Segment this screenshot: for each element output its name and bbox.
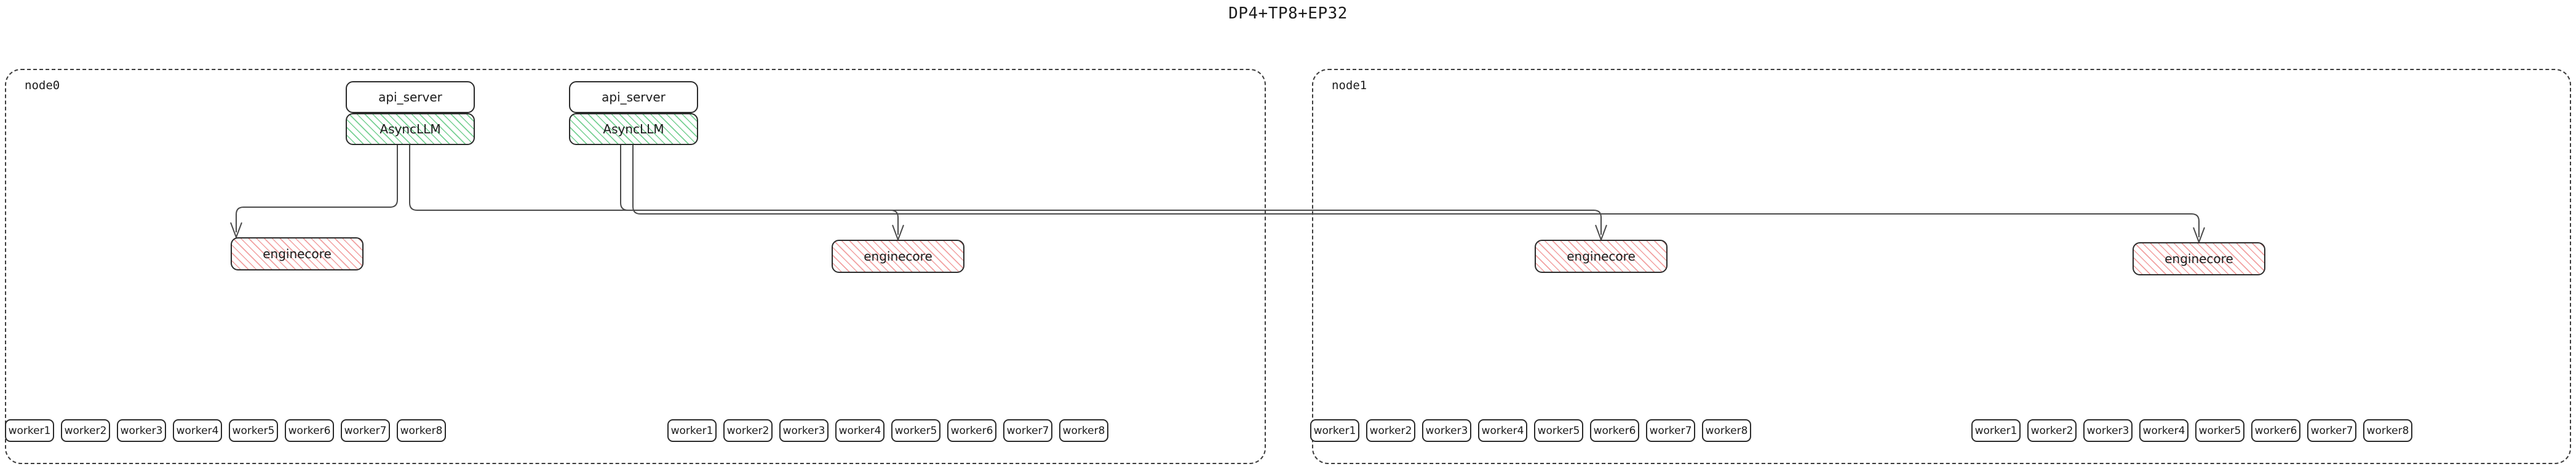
worker-chip: worker2 (723, 419, 773, 442)
worker-chip: worker3 (1422, 419, 1471, 442)
node-container-node0: node0 (5, 69, 1266, 464)
worker-chip: worker1 (1310, 419, 1359, 442)
worker-chip: worker7 (2307, 419, 2356, 442)
worker-chip: worker1 (667, 419, 717, 442)
worker-chip: worker5 (1534, 419, 1583, 442)
asyncllm-box: AsyncLLM (346, 113, 475, 145)
api-server-box: api_server (346, 81, 475, 113)
worker-chip: worker6 (1590, 419, 1639, 442)
worker-chip: worker4 (2139, 419, 2188, 442)
worker-chip: worker3 (779, 419, 829, 442)
node-label-node0: node0 (25, 79, 60, 92)
worker-chip: worker1 (5, 419, 54, 442)
worker-chip: worker5 (2195, 419, 2244, 442)
worker-chip: worker5 (229, 419, 278, 442)
worker-chip: worker6 (947, 419, 996, 442)
worker-chip: worker3 (117, 419, 166, 442)
worker-chip: worker2 (2027, 419, 2077, 442)
diagram-title: DP4+TP8+EP32 (1228, 4, 1348, 23)
worker-chip: worker5 (891, 419, 940, 442)
worker-chip: worker6 (2251, 419, 2300, 442)
node-container-node1: node1 (1312, 69, 2571, 464)
worker-chip: worker4 (173, 419, 222, 442)
worker-chip: worker4 (835, 419, 885, 442)
enginecore-box: enginecore (2133, 242, 2265, 275)
worker-chip: worker7 (341, 419, 390, 442)
worker-chip: worker7 (1003, 419, 1052, 442)
worker-chip: worker2 (61, 419, 110, 442)
worker-chip: worker6 (285, 419, 334, 442)
worker-chip: worker1 (1971, 419, 2021, 442)
enginecore-box: enginecore (832, 240, 964, 273)
worker-chip: worker7 (1646, 419, 1695, 442)
enginecore-box: enginecore (231, 237, 364, 270)
api-server-box: api_server (569, 81, 698, 113)
worker-chip: worker8 (2363, 419, 2412, 442)
worker-chip: worker8 (1702, 419, 1751, 442)
node-label-node1: node1 (1332, 79, 1367, 92)
worker-chip: worker3 (2083, 419, 2133, 442)
worker-chip: worker8 (1059, 419, 1108, 442)
worker-chip: worker8 (397, 419, 446, 442)
worker-chip: worker4 (1478, 419, 1527, 442)
asyncllm-box: AsyncLLM (569, 113, 698, 145)
worker-chip: worker2 (1366, 419, 1415, 442)
enginecore-box: enginecore (1535, 240, 1668, 273)
